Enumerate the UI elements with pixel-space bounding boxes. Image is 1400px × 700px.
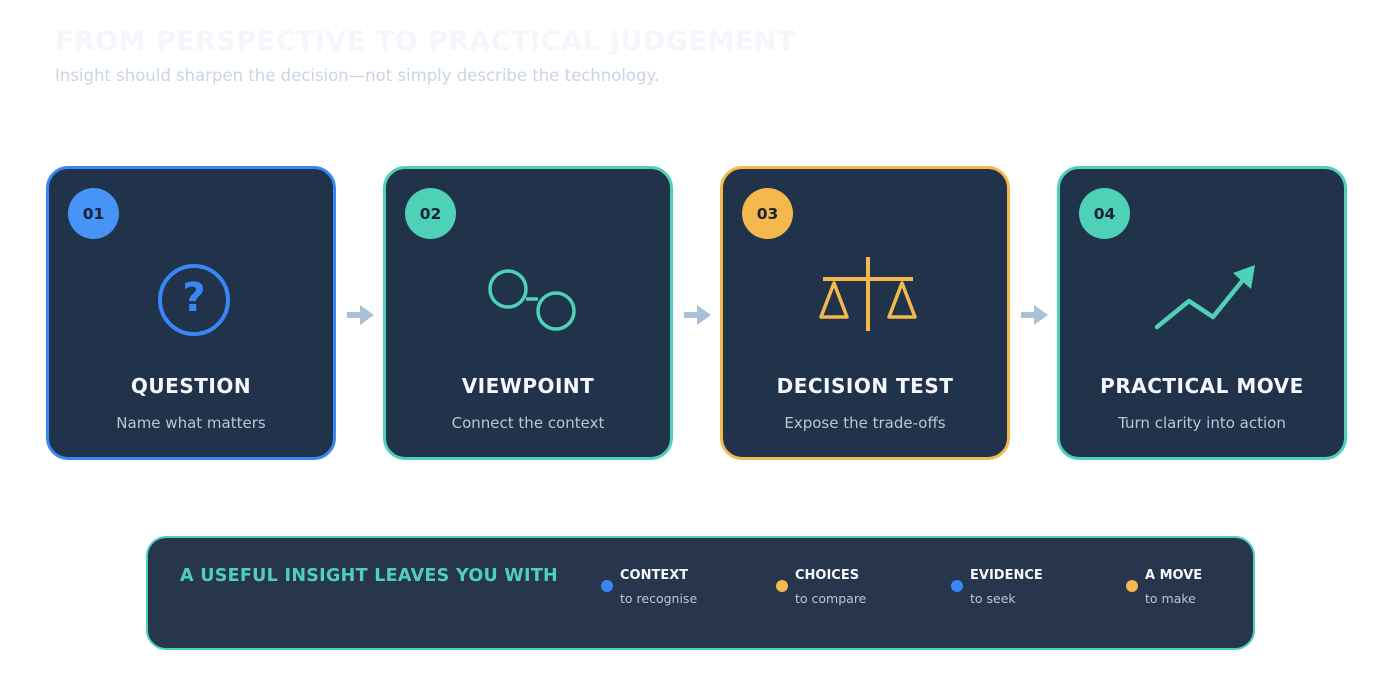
svg-text:?: ? [182,275,205,321]
question-icon: ? [158,264,230,336]
step-number-badge: 04 [1079,188,1130,239]
summary-item-label: CONTEXT [620,568,689,583]
summary-panel: A USEFUL INSIGHT LEAVES YOU WITH CONTEXT… [146,536,1255,650]
summary-item-label: EVIDENCE [970,568,1043,583]
step-description: Name what matters [116,414,266,432]
step-title: PRACTICAL MOVE [1100,374,1304,398]
linked-circles-icon [488,269,576,331]
step-description: Expose the trade-offs [784,414,946,432]
balance-scale-icon [819,257,917,331]
step-card-practical-move: 04 PRACTICAL MOVE Turn clarity into acti… [1057,166,1347,460]
summary-item-label: CHOICES [795,568,860,583]
page-title: FROM PERSPECTIVE TO PRACTICAL JUDGEMENT [55,26,796,57]
summary-item-sub: to make [1145,591,1196,606]
bullet-dot-icon [776,580,788,592]
step-number-badge: 01 [68,188,119,239]
step-description: Connect the context [451,414,605,432]
bullet-dot-icon [951,580,963,592]
bullet-dot-icon [601,580,613,592]
page-subtitle: Insight should sharpen the decision—not … [55,66,660,85]
step-description: Turn clarity into action [1118,414,1286,432]
step-number-badge: 03 [742,188,793,239]
step-card-question: 01 ? QUESTION Name what matters [46,166,336,460]
step-card-viewpoint: 02 VIEWPOINT Connect the context [383,166,673,460]
summary-item-sub: to recognise [620,591,698,606]
summary-item-label: A MOVE [1145,568,1203,583]
arrow-right-icon [684,305,711,325]
step-card-decision-test: 03 DECISION TEST Expose the trade-offs [720,166,1010,460]
arrow-right-icon [1021,305,1048,325]
step-title: QUESTION [130,374,252,398]
step-title: VIEWPOINT [461,374,595,398]
bullet-dot-icon [1126,580,1138,592]
summary-item-sub: to compare [795,591,867,606]
arrow-right-icon [347,305,374,325]
summary-heading: A USEFUL INSIGHT LEAVES YOU WITH [180,566,559,586]
step-number-badge: 02 [405,188,456,239]
trend-up-icon [1154,265,1255,330]
summary-item-sub: to seek [970,591,1016,606]
step-title: DECISION TEST [776,374,954,398]
